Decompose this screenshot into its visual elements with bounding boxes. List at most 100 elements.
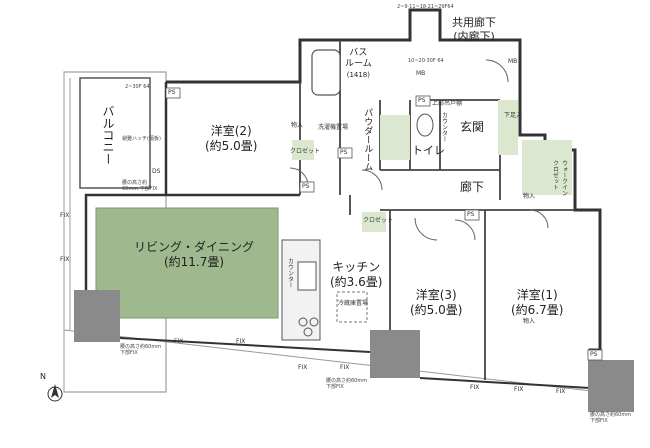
pillar — [588, 360, 634, 412]
living-window-note: 腰の高さ約60mm 下部FIX — [120, 344, 162, 357]
room-powder: パウダールーム — [362, 108, 373, 171]
fix-label: FIX — [470, 384, 480, 391]
common-corridor-subtitle: (内廊下) — [453, 29, 495, 43]
balcony-dims-note: 2~30F 64 — [125, 84, 150, 90]
living-dining-floor — [95, 207, 279, 319]
door-swing — [414, 217, 438, 241]
bath-name: バス — [349, 48, 368, 58]
ps-label: PS — [168, 89, 176, 96]
common-corridor-title: 共用廊下 — [452, 16, 496, 29]
walkin-label-2: クロゼット — [551, 160, 559, 190]
closet-label: クロゼット — [290, 148, 321, 155]
ds-label: DS — [152, 168, 161, 175]
room-area: (約5.0畳) — [410, 303, 463, 317]
room-living-dining: リビング・ダイニング (約11.7畳) — [134, 240, 254, 270]
compass-label: N — [40, 372, 46, 381]
room-area: (約6.7畳) — [511, 303, 564, 317]
door-swing — [485, 59, 509, 83]
storage-label: 物入 — [291, 122, 304, 129]
room-balcony: バルコニー — [101, 105, 115, 165]
entrance-floor — [498, 100, 518, 155]
ps-label: PS — [302, 183, 310, 190]
closet-storage-floor — [362, 212, 386, 232]
escape-hatch-label: 避難ハッチ(隔板) — [122, 136, 161, 142]
common-corridor: 共用廊下 (内廊下) — [452, 16, 496, 44]
room-area: (約3.6畳) — [330, 275, 383, 289]
counter-label: カウンター — [286, 258, 294, 288]
storage-label: 物入 — [523, 318, 536, 325]
ps-label: PS — [590, 351, 598, 358]
room-western-2: 洋室(2) (約5.0畳) — [205, 124, 257, 154]
room-area: (約11.7畳) — [163, 255, 225, 269]
door-swing — [529, 209, 549, 229]
window-note-left: 腰の高さ約60mm 下部FIX — [122, 180, 158, 193]
balcony-storage — [79, 77, 151, 189]
closet2-floor — [292, 140, 314, 160]
mb-label: MB — [416, 70, 426, 77]
exterior-wall — [166, 8, 602, 390]
toilet-bowl — [416, 113, 434, 137]
walkin-floor — [522, 140, 572, 195]
door-swing — [454, 219, 476, 241]
fix-label: FIX — [174, 338, 184, 345]
fix-label: FIX — [60, 212, 70, 219]
ps-box — [415, 95, 431, 107]
ps-box — [337, 147, 353, 159]
fix-label: FIX — [298, 364, 308, 371]
bath-name-2: ルーム — [345, 59, 372, 70]
fix-label: FIX — [556, 388, 566, 395]
room-western-1: 洋室(1) (約6.7畳) — [511, 288, 563, 318]
bath-size: (1418) — [346, 70, 370, 79]
fix-label: FIX — [236, 338, 246, 345]
window-note-right: 腰の高さ約60mm 下部FIX — [590, 412, 632, 425]
room-area: (約5.0畳) — [205, 139, 258, 153]
ps-label: PS — [467, 211, 475, 218]
fix-label: FIX — [514, 386, 524, 393]
fix-label: FIX — [340, 364, 350, 371]
stove-burner — [303, 327, 313, 337]
room-name: 洋室(3) — [415, 288, 457, 302]
storage-label: 物入 — [523, 193, 536, 200]
window-note-mid: 腰の高さ約60mm 下部FIX — [326, 378, 368, 391]
closet-label: クロゼット — [363, 217, 394, 224]
mb-dims-note: 10~20·30F 64 — [408, 58, 444, 64]
room-name: 洋室(2) — [210, 124, 252, 138]
ps-box — [165, 87, 181, 99]
room-name: キッチン — [332, 260, 381, 274]
counter-label: カウンター — [440, 112, 448, 142]
stove-burner — [309, 317, 319, 327]
pillar — [370, 330, 420, 378]
ps-label: PS — [418, 97, 426, 104]
room-corridor: 廊下 — [460, 180, 485, 194]
fridge-space — [336, 291, 368, 323]
room-entrance: 玄関 — [460, 120, 485, 134]
ps-box — [299, 181, 315, 193]
room-bath: バス ルーム (1418) — [345, 48, 372, 79]
room-toilet: トイレ — [412, 144, 445, 157]
ps-label: PS — [340, 149, 348, 156]
room-kitchen: キッチン (約3.6畳) — [330, 260, 382, 290]
fix-label: FIX — [60, 256, 70, 263]
living-wall — [84, 82, 300, 292]
stove-burner — [298, 317, 308, 327]
top-dims-note: 2~9·11~18·21~29F64 — [397, 4, 454, 10]
room-name: リビング・ダイニング — [134, 240, 255, 254]
ps-box — [587, 349, 603, 361]
kitchen-sink — [297, 261, 317, 291]
pillar — [74, 290, 120, 342]
mb-label: MB — [508, 58, 518, 65]
south-wall — [119, 337, 591, 389]
room-western-3: 洋室(3) (約5.0畳) — [410, 288, 462, 318]
bathtub — [311, 49, 341, 96]
shelf-label: 上部吊戸棚 — [432, 100, 463, 107]
room-name: 洋室(1) — [516, 288, 558, 302]
walkin-label: ウォークイン — [560, 160, 568, 196]
ps-box — [464, 209, 480, 221]
shoes-label: 下足入 — [504, 112, 523, 119]
washer-label: 洗濯機置場 — [318, 124, 349, 131]
door-swing — [361, 169, 383, 191]
compass-arrow — [51, 384, 59, 398]
fridge-label: 冷蔵庫置場 — [338, 300, 369, 307]
powder-floor — [380, 115, 410, 160]
